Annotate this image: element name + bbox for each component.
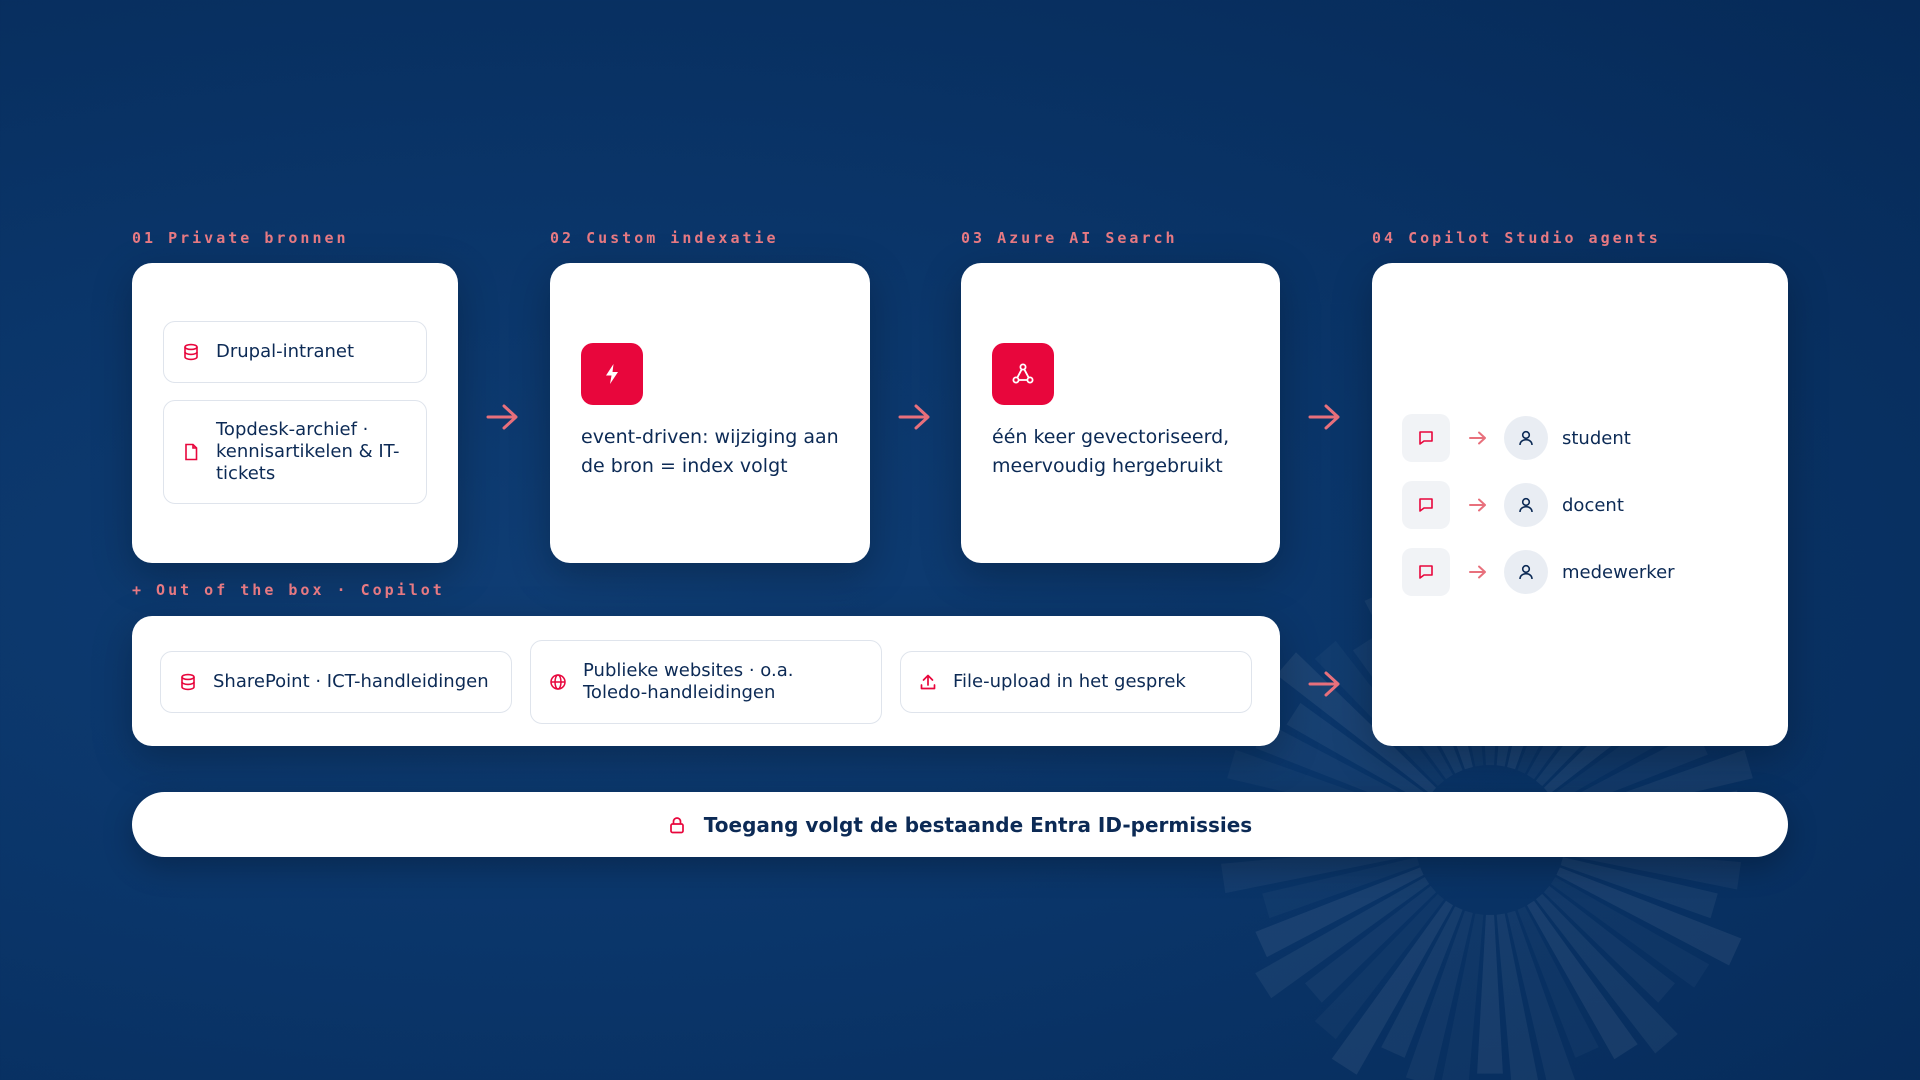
sunburst-ray [1560,857,1718,919]
sunburst-ray [1535,893,1678,1054]
ootb-chip-sharepoint[interactable]: SharePoint · ICT-handleidingen [160,651,512,713]
search-description: één keer gevectoriseerd, meervoudig herg… [992,426,1230,477]
agent-label: student [1562,427,1631,449]
ootb-chip-label: File-upload in het gesprek [953,671,1186,692]
permissions-footer: Toegang volgt de bestaande Entra ID-perm… [132,792,1788,857]
chat-icon [1402,414,1450,462]
sunburst-ray [1496,913,1539,1080]
agent-row-student[interactable]: student [1402,414,1631,462]
user-icon [1504,483,1548,527]
agent-row-docent[interactable]: docent [1402,481,1624,529]
agent-row-medewerker[interactable]: medewerker [1402,548,1675,596]
database-icon [182,343,200,361]
sunburst-ray [1556,867,1742,966]
sunburst-ray [1543,885,1675,1003]
globe-icon [549,673,567,691]
lightning-icon [581,343,643,405]
arrow-right-icon [1468,564,1488,580]
flow-arrow-icon [898,404,930,430]
agent-label: docent [1562,494,1624,516]
sunburst-ray [1507,910,1576,1080]
azure-search-card: één keer gevectoriseerd, meervoudig herg… [961,263,1280,563]
database-icon [179,673,197,691]
user-icon [1504,550,1548,594]
sunburst-ray [1255,722,1424,813]
sunburst-ray [1286,702,1430,803]
private-sources-card: Drupal-intranet Topdesk-archief · kennis… [132,263,458,563]
step-label-private-sources: 01 Private bronnen [132,229,349,247]
sunburst-ray [1221,846,1417,894]
source-chip-topdesk[interactable]: Topdesk-archief · kennisartikelen & IT-t… [163,400,427,504]
permissions-text: Toegang volgt de bestaande Entra ID-perm… [703,812,1253,837]
source-chip-label: Drupal-intranet [216,341,355,362]
out-of-the-box-label: + Out of the box · Copilot [132,581,445,599]
ootb-chip-public-websites[interactable]: Publieke websites · o.a. Toledo-handleid… [530,640,882,724]
step-label-custom-indexing: 02 Custom indexatie [550,229,779,247]
custom-indexing-card: event-driven: wijziging aan de bron = in… [550,263,870,563]
ootb-chip-label: SharePoint · ICT-handleidingen [213,671,489,692]
flow-arrow-icon [1308,404,1340,430]
document-icon [182,443,200,461]
ootb-chip-label: Publieke websites · o.a. Toledo-handleid… [583,660,794,703]
sunburst-ray [1331,900,1453,1075]
lock-icon [668,816,686,834]
indexing-description: event-driven: wijziging aan de bron = in… [581,426,839,477]
sunburst-ray [1255,877,1430,999]
upload-icon [919,673,937,691]
sunburst-ray [1405,910,1473,1080]
flow-arrow-icon [1308,671,1340,697]
source-chip-drupal[interactable]: Drupal-intranet [163,321,427,383]
arrow-right-icon [1468,430,1488,446]
sunburst-ray [1477,914,1503,1074]
source-chip-label: Topdesk-archief · kennisartikelen & IT-t… [216,419,400,484]
step-label-azure-search: 03 Azure AI Search [961,229,1178,247]
user-icon [1504,416,1548,460]
sunburst-ray [1527,900,1638,1060]
ootb-chip-file-upload[interactable]: File-upload in het gesprek [900,651,1252,713]
chat-icon [1402,481,1450,529]
step-label-copilot-agents: 04 Copilot Studio agents [1372,229,1661,247]
sunburst-ray [1305,885,1437,1003]
flow-arrow-icon [486,404,518,430]
sunburst-ray [1563,846,1741,890]
sunburst-ray [1276,652,1437,795]
chat-icon [1402,548,1450,596]
sunburst-ray [1381,906,1463,1058]
agent-label: medewerker [1562,561,1675,583]
vector-nodes-icon [992,343,1054,405]
arrow-right-icon [1468,497,1488,513]
sunburst-ray [1255,867,1424,958]
out-of-the-box-card: SharePoint · ICT-handleidingen Publieke … [132,616,1280,746]
